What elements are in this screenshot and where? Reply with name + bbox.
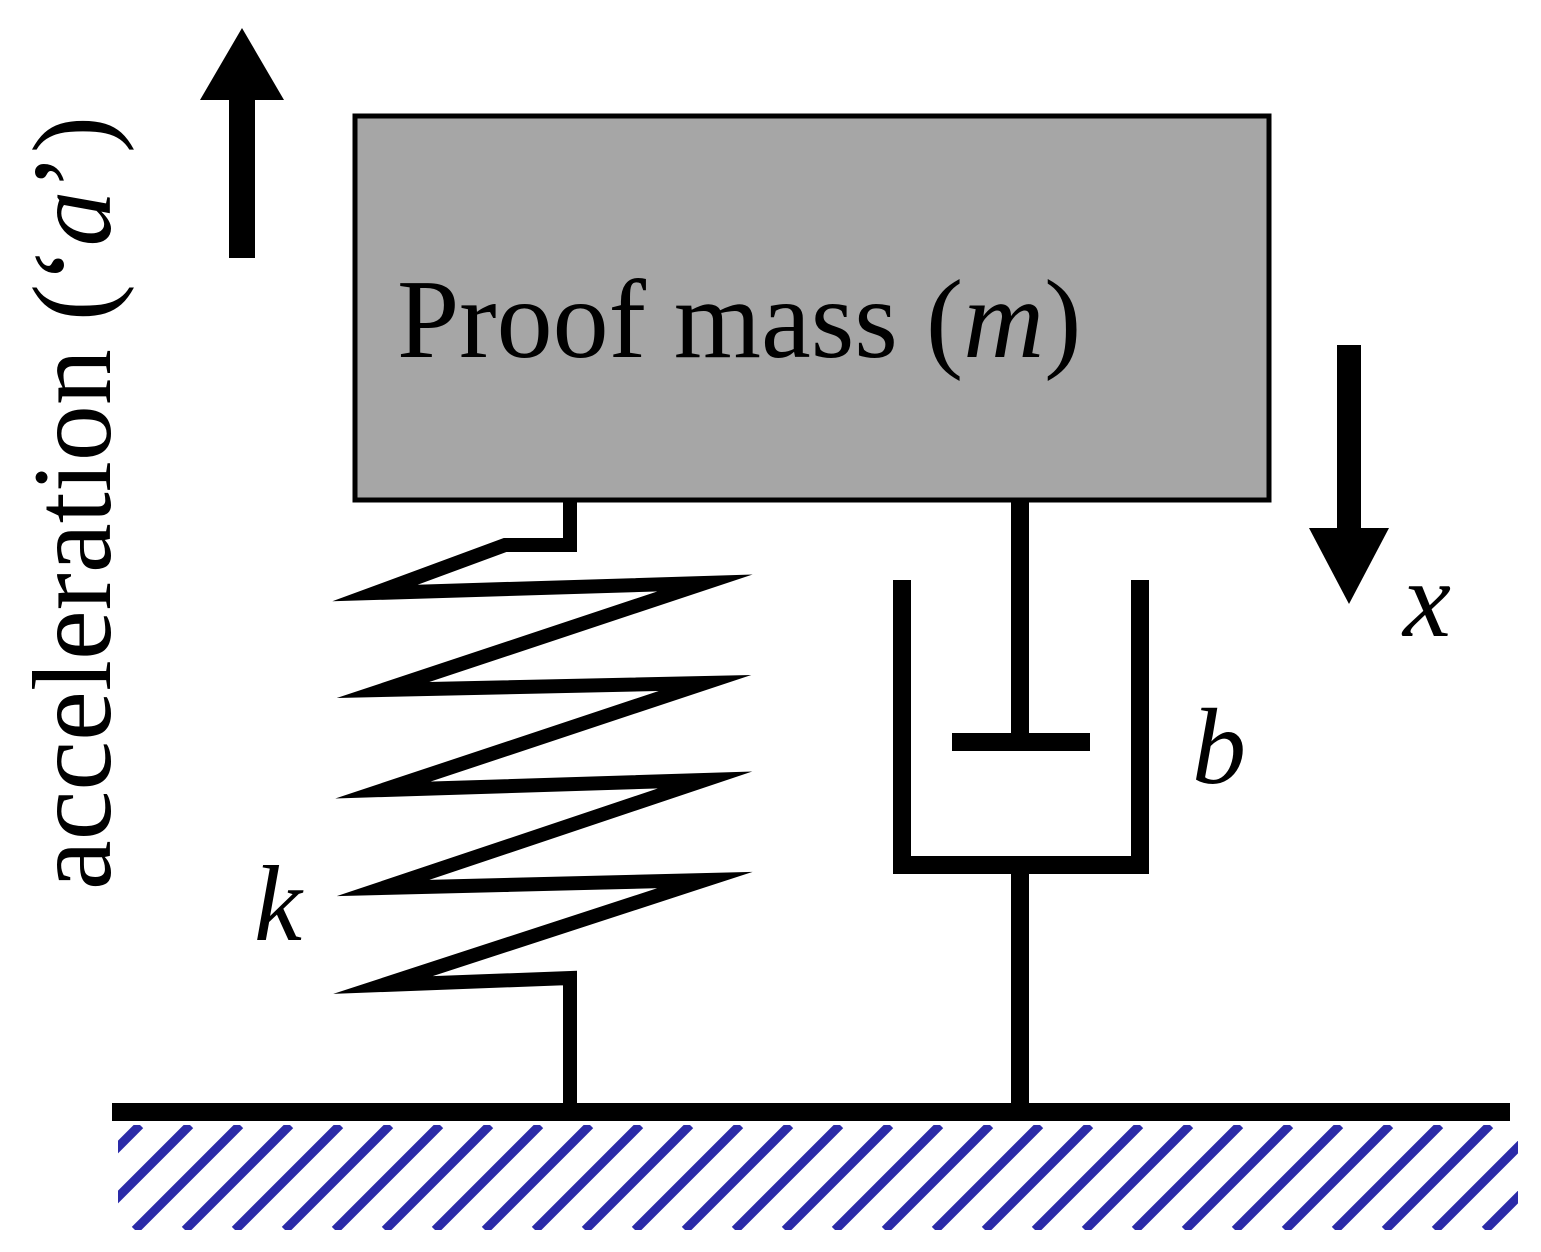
ground-hatch-line [1131,1125,1244,1230]
proof-mass-block [352,113,1272,503]
ground-hatch-line [731,1125,844,1230]
ground-hatch-line [281,1125,394,1230]
ground-hatch-line [1481,1190,1518,1230]
ground-hatch-line [981,1125,1094,1230]
acceleration-label: acceleration (‘a’) [11,116,135,890]
ground-hatch-line [118,1125,194,1204]
ground-hatch-line [231,1125,344,1230]
spring [332,500,753,1112]
damping-coefficient-symbol: b [1192,688,1246,807]
ground-hatch-line [1231,1125,1344,1230]
ground-hatch-line [0,1125,90,1230]
ground-hatch-line [118,1125,144,1154]
displacement-arrow-icon [1309,345,1389,604]
ground-hatch-line [331,1125,444,1230]
spring-constant-symbol: k [254,845,304,964]
displacement-symbol: x [1401,541,1451,660]
ground-hatch-line [1381,1125,1494,1230]
ground-hatch-line [1081,1125,1194,1230]
proof-mass: Proof mass (m) [352,113,1272,503]
acceleration-arrow-icon [200,28,284,258]
ground-hatch-line [1281,1125,1394,1230]
ground-hatch-line [481,1125,594,1230]
ground-hatch-line [581,1125,694,1230]
ground-hatch-line [1331,1125,1444,1230]
ground-hatch-line [931,1125,1044,1230]
ground-hatch-line [131,1125,244,1230]
ground-hatch-line [1431,1140,1518,1230]
ground-hatch-line [381,1125,494,1230]
ground-hatch-line [431,1125,544,1230]
ground [0,1103,1518,1230]
ground-hatch-line [1031,1125,1144,1230]
ground-hatch-line [831,1125,944,1230]
ground-hatch [0,1125,1518,1230]
ground-hatch-line [781,1125,894,1230]
ground-hatch-line [881,1125,994,1230]
ground-hatch-line [181,1125,294,1230]
ground-hatch-line [531,1125,644,1230]
ground-hatch-line [631,1125,744,1230]
ground-hatch-line [681,1125,794,1230]
ground-hatch-line [1181,1125,1294,1230]
damper [893,500,1149,1112]
proof-mass-label: Proof mass (m) [397,258,1081,382]
